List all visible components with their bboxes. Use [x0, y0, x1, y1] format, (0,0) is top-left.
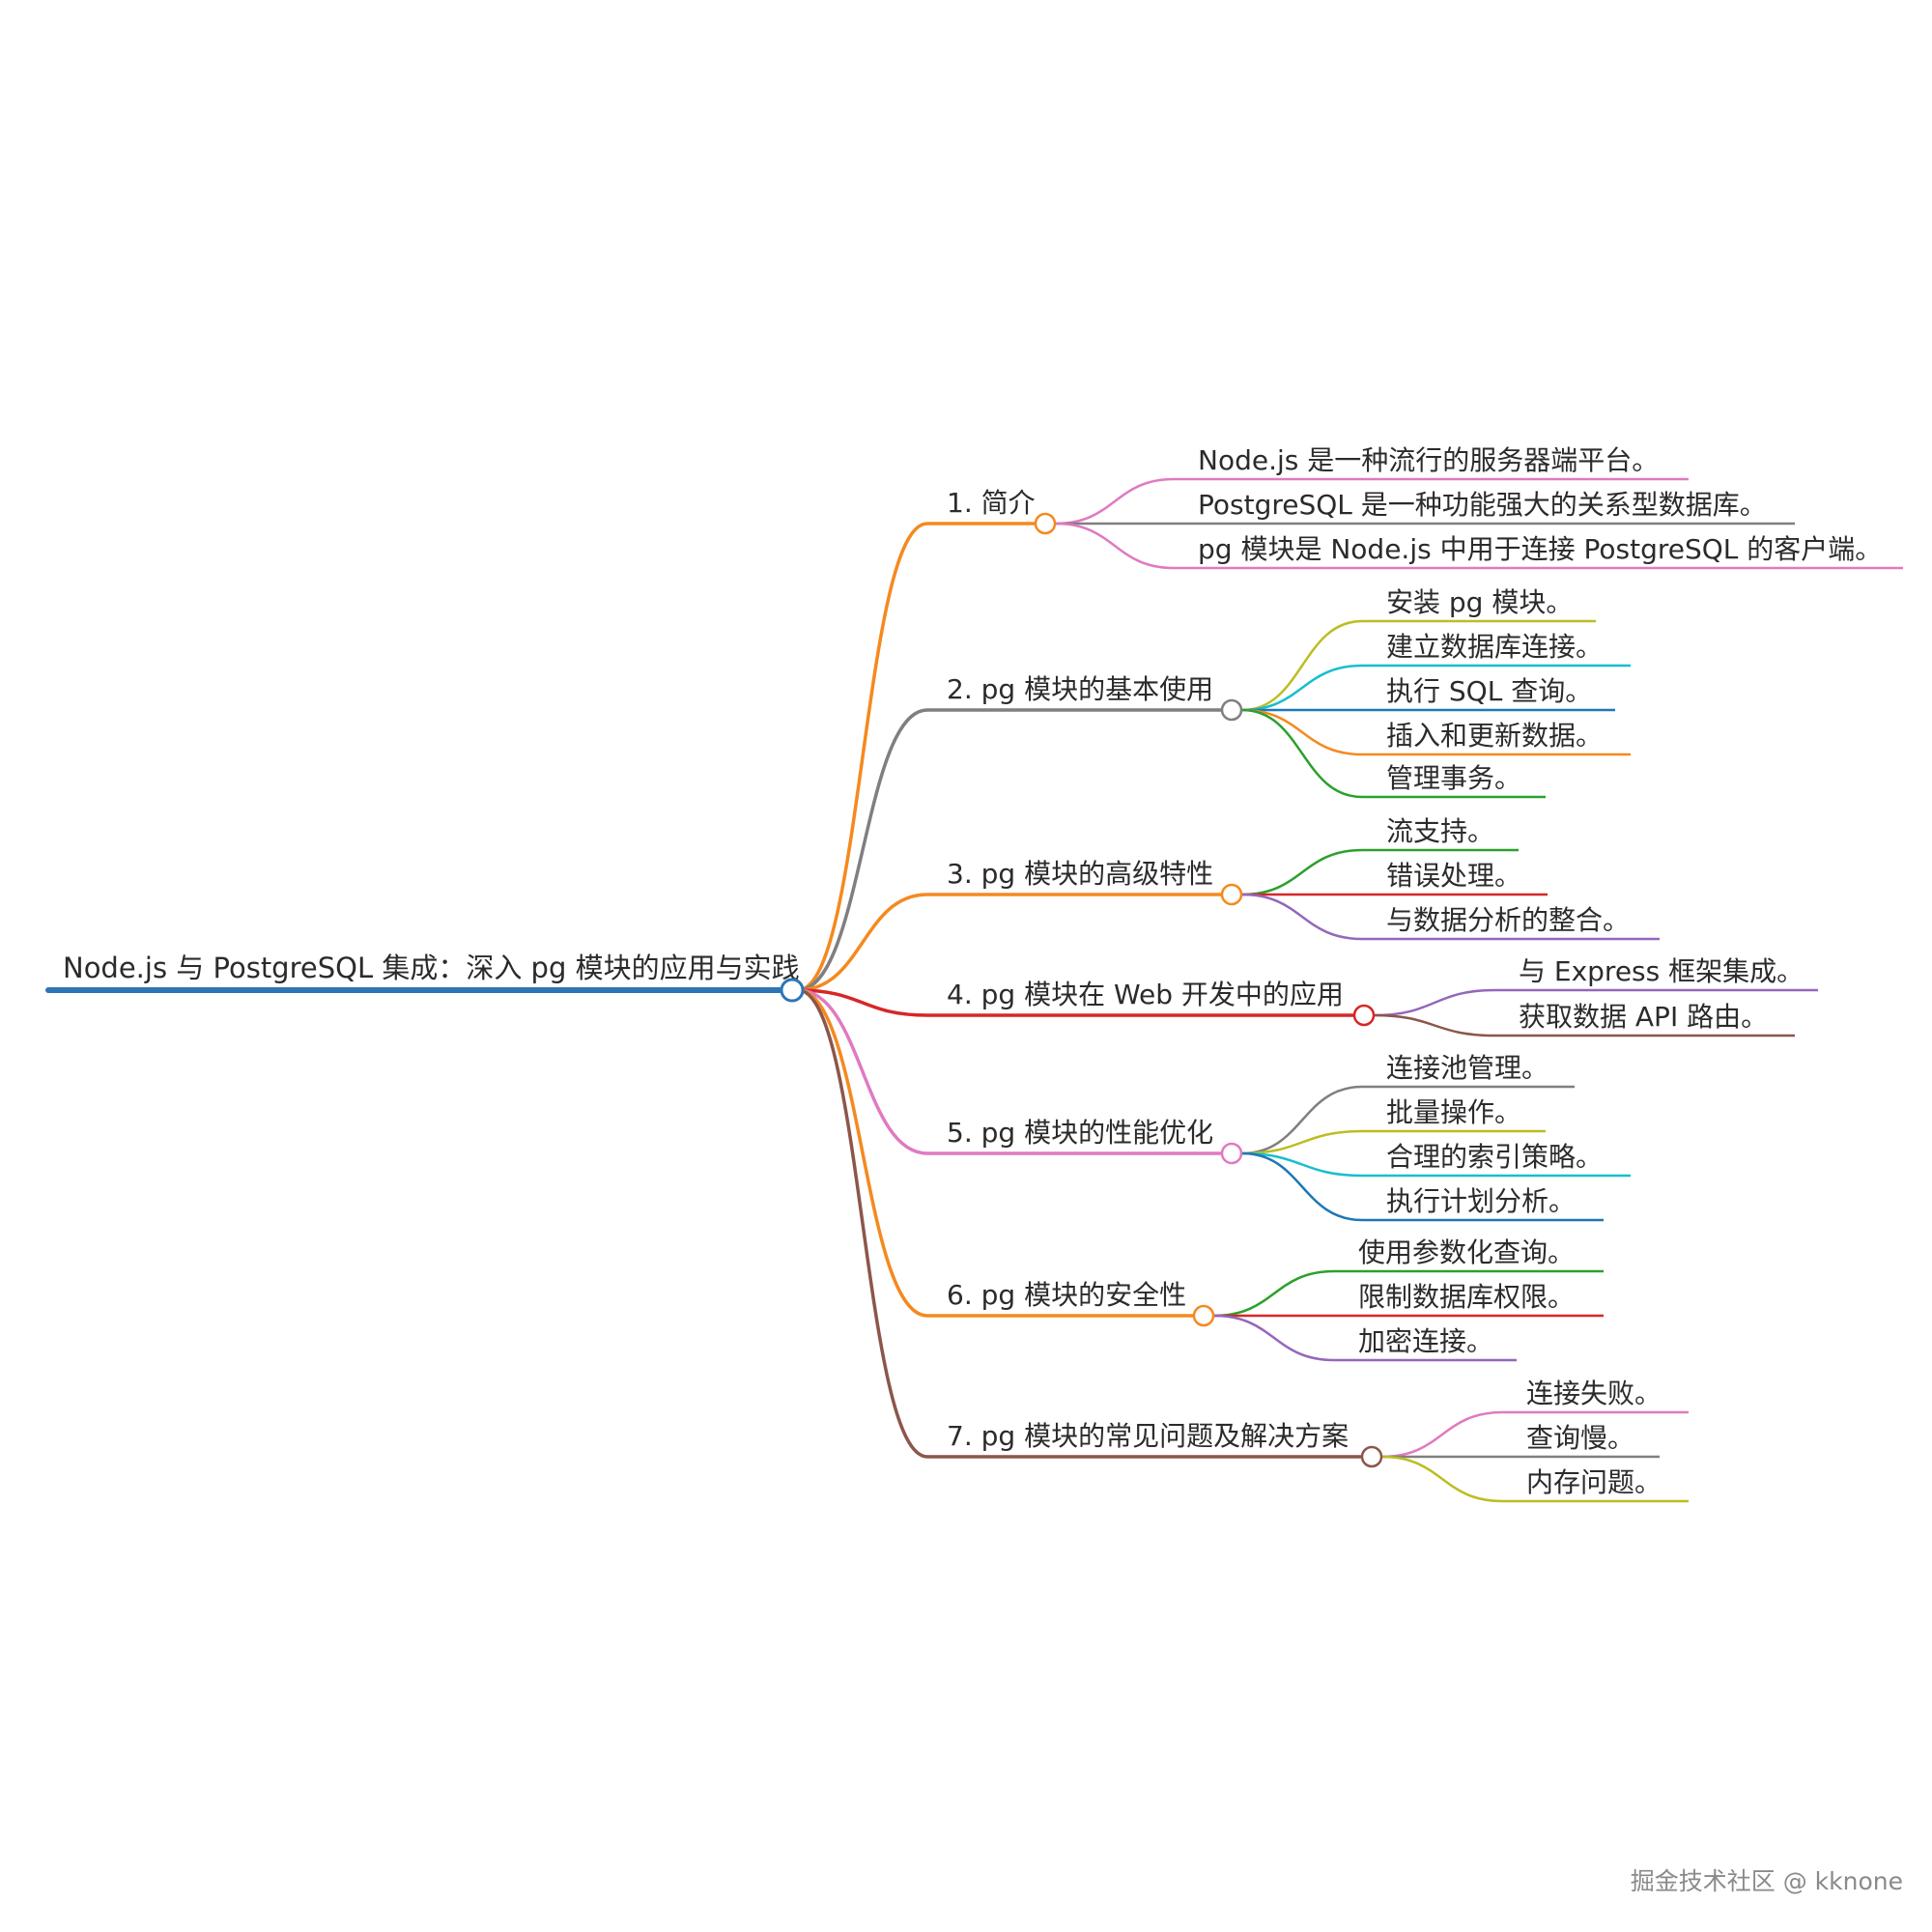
branch-node-5[interactable]	[1220, 1142, 1243, 1165]
branch-node-1[interactable]	[1034, 512, 1057, 535]
leaf-edge-5-2	[1241, 1129, 1363, 1155]
branch-label-6: 6. pg 模块的安全性	[947, 1279, 1186, 1311]
branch-edge-7	[797, 988, 928, 1459]
leaf-label-2-3: 执行 SQL 查询。	[1386, 675, 1592, 707]
leaf-label-3-1: 流支持。	[1386, 815, 1494, 847]
branch-label-4: 4. pg 模块在 Web 开发中的应用	[947, 979, 1344, 1010]
branch-edge-3	[797, 893, 928, 992]
branch-label-3: 3. pg 模块的高级特性	[947, 858, 1213, 890]
leaf-edge-2-4	[1241, 708, 1363, 756]
leaf-label-3-3: 与数据分析的整合。	[1386, 904, 1630, 936]
watermark: 掘金技术社区 @ kknone	[1631, 1867, 1903, 1895]
leaf-label-7-1: 连接失败。	[1526, 1378, 1662, 1409]
root-label: Node.js 与 PostgreSQL 集成：深入 pg 模块的应用与实践	[63, 952, 800, 984]
leaf-label-5-4: 执行计划分析。	[1386, 1185, 1576, 1217]
leaf-label-6-2: 限制数据库权限。	[1358, 1281, 1575, 1313]
leaf-edge-1-3	[1055, 522, 1175, 570]
mindmap-nodes	[780, 512, 1383, 1468]
leaf-label-7-2: 查询慢。	[1526, 1422, 1634, 1454]
leaf-label-7-3: 内存问题。	[1526, 1466, 1662, 1498]
leaf-edge-1-1	[1055, 477, 1175, 526]
branch-node-7[interactable]	[1360, 1445, 1383, 1468]
leaf-label-5-3: 合理的索引策略。	[1386, 1141, 1603, 1173]
leaf-edge-5-3	[1241, 1151, 1363, 1178]
mindmap-labels: Node.js 与 PostgreSQL 集成：深入 pg 模块的应用与实践 1.…	[63, 444, 1882, 1498]
leaf-label-2-1: 安装 pg 模块。	[1386, 586, 1573, 618]
branch-node-6[interactable]	[1192, 1304, 1215, 1327]
root-node[interactable]	[780, 978, 805, 1003]
branch-edge-5	[797, 988, 928, 1155]
mindmap-edges	[797, 477, 1503, 1503]
branch-label-2: 2. pg 模块的基本使用	[947, 673, 1213, 705]
leaf-edge-4-1	[1374, 988, 1495, 1017]
leaf-label-1-3: pg 模块是 Node.js 中用于连接 PostgreSQL 的客户端。	[1198, 533, 1882, 565]
branch-label-7: 7. pg 模块的常见问题及解决方案	[947, 1420, 1349, 1452]
leaf-edge-7-3	[1381, 1455, 1503, 1503]
leaf-label-1-2: PostgreSQL 是一种功能强大的关系型数据库。	[1198, 489, 1767, 521]
leaf-label-4-1: 与 Express 框架集成。	[1519, 955, 1804, 987]
leaf-edge-5-4	[1241, 1151, 1363, 1222]
leaf-edge-6-1	[1213, 1269, 1335, 1318]
leaf-label-5-2: 批量操作。	[1386, 1096, 1521, 1128]
mindmap-underlines	[45, 477, 1903, 1503]
branch-edge-4	[797, 988, 928, 1017]
branch-edge-6	[797, 988, 928, 1318]
leaf-edge-2-1	[1241, 619, 1363, 712]
branch-edge-1	[797, 522, 928, 992]
leaf-label-2-5: 管理事务。	[1386, 762, 1521, 794]
leaf-label-2-2: 建立数据库连接。	[1386, 631, 1603, 663]
leaf-edge-2-2	[1241, 664, 1363, 712]
branch-edge-2	[797, 708, 928, 992]
leaf-label-5-1: 连接池管理。	[1386, 1052, 1548, 1084]
leaf-label-2-4: 插入和更新数据。	[1386, 720, 1603, 752]
leaf-label-1-1: Node.js 是一种流行的服务器端平台。	[1198, 444, 1659, 476]
leaf-label-6-1: 使用参数化查询。	[1358, 1236, 1575, 1268]
branch-label-5: 5. pg 模块的性能优化	[947, 1117, 1213, 1149]
leaf-edge-7-1	[1381, 1410, 1503, 1459]
leaf-edge-3-3	[1241, 893, 1363, 941]
branch-label-1: 1. 简介	[947, 487, 1036, 519]
leaf-edge-6-3	[1213, 1314, 1335, 1362]
leaf-edge-3-1	[1241, 848, 1363, 896]
leaf-edge-2-5	[1241, 708, 1363, 799]
branch-node-3[interactable]	[1220, 883, 1243, 906]
leaf-edge-5-1	[1241, 1085, 1363, 1155]
branch-node-2[interactable]	[1220, 698, 1243, 722]
leaf-label-4-2: 获取数据 API 路由。	[1519, 1001, 1768, 1033]
leaf-label-6-3: 加密连接。	[1358, 1325, 1493, 1357]
leaf-edge-4-2	[1374, 1013, 1495, 1037]
leaf-label-3-2: 错误处理。	[1386, 860, 1521, 892]
branch-node-4[interactable]	[1352, 1004, 1376, 1027]
